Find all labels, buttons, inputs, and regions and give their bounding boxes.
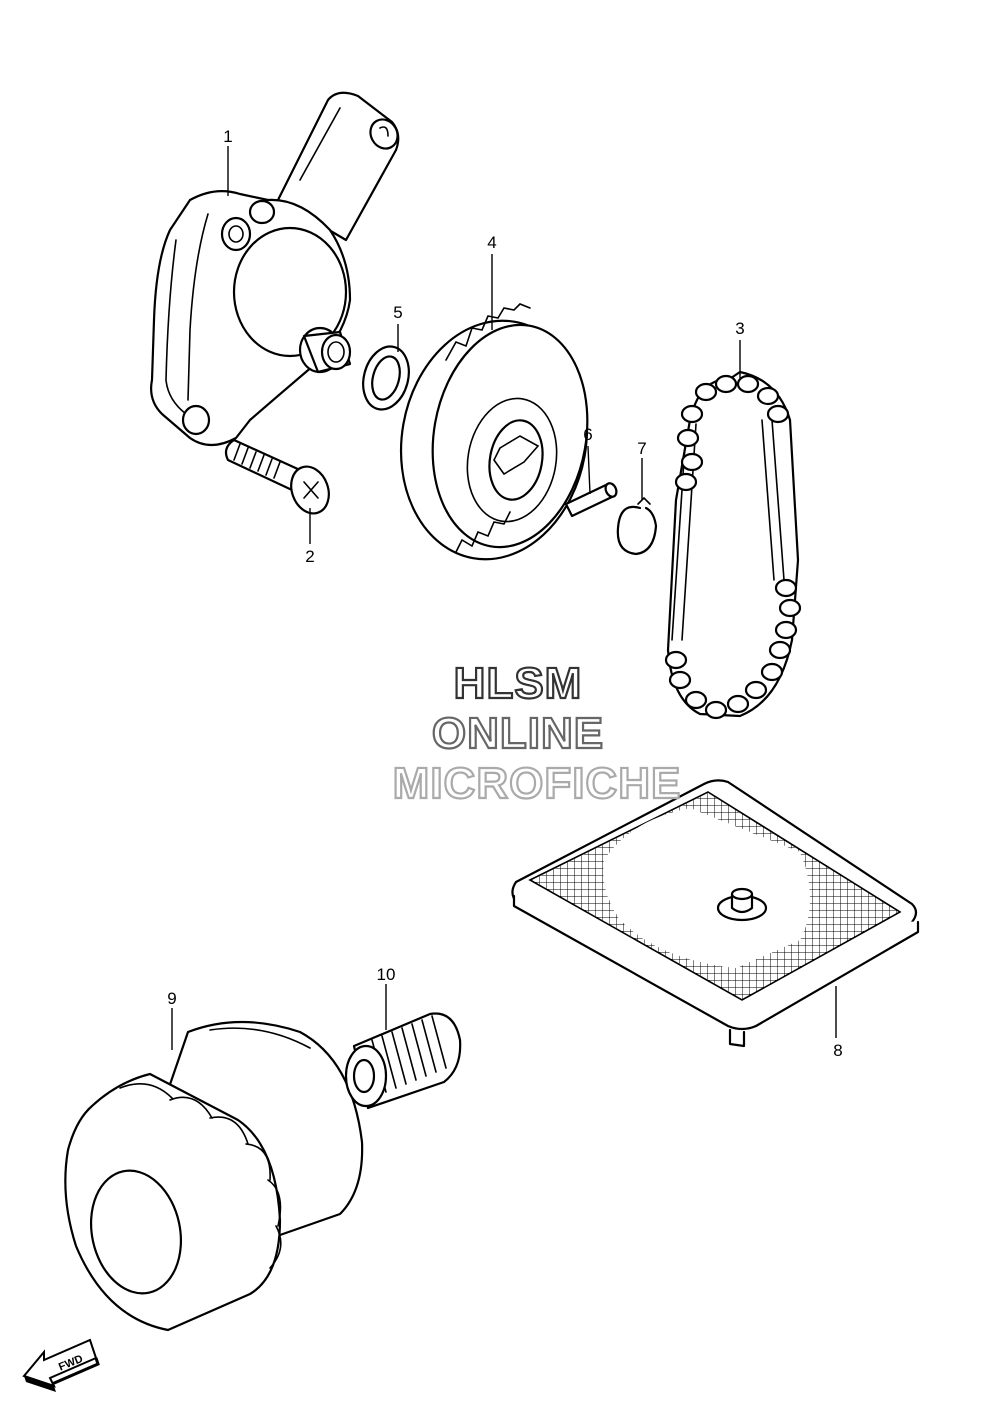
callout-5: 5 <box>393 303 402 322</box>
chain[interactable] <box>664 370 802 720</box>
callout-2: 2 <box>305 547 314 566</box>
oil-filter[interactable] <box>64 1020 364 1332</box>
callout-7: 7 <box>637 439 646 458</box>
watermark-line-1: HLSM <box>454 659 583 708</box>
sprocket[interactable] <box>383 303 606 574</box>
fwd-arrow-icon: FWD <box>22 1338 100 1392</box>
watermark-line-3: MICROFICHE <box>393 759 682 808</box>
union[interactable] <box>344 1012 462 1110</box>
callout-10: 10 <box>377 965 396 984</box>
washer[interactable] <box>356 341 415 414</box>
callout-9: 9 <box>167 989 176 1008</box>
watermark: HLSM ONLINE MICROFICHE <box>392 658 682 809</box>
callout-3: 3 <box>735 319 744 338</box>
callout-1: 1 <box>223 127 232 146</box>
oil-pump-body[interactable] <box>150 91 403 447</box>
callout-8: 8 <box>833 1041 842 1060</box>
oil-strainer[interactable] <box>511 779 920 1048</box>
callout-4: 4 <box>487 233 496 252</box>
callout-numbers: 1 2 3 4 5 6 7 8 9 10 <box>167 127 842 1060</box>
screw[interactable] <box>224 438 335 519</box>
pin[interactable] <box>564 482 618 518</box>
callout-6: 6 <box>583 425 592 444</box>
circlip[interactable] <box>616 496 658 556</box>
leader-6 <box>587 445 591 495</box>
watermark-line-2: ONLINE <box>432 709 604 758</box>
leader-lines <box>171 146 837 1050</box>
